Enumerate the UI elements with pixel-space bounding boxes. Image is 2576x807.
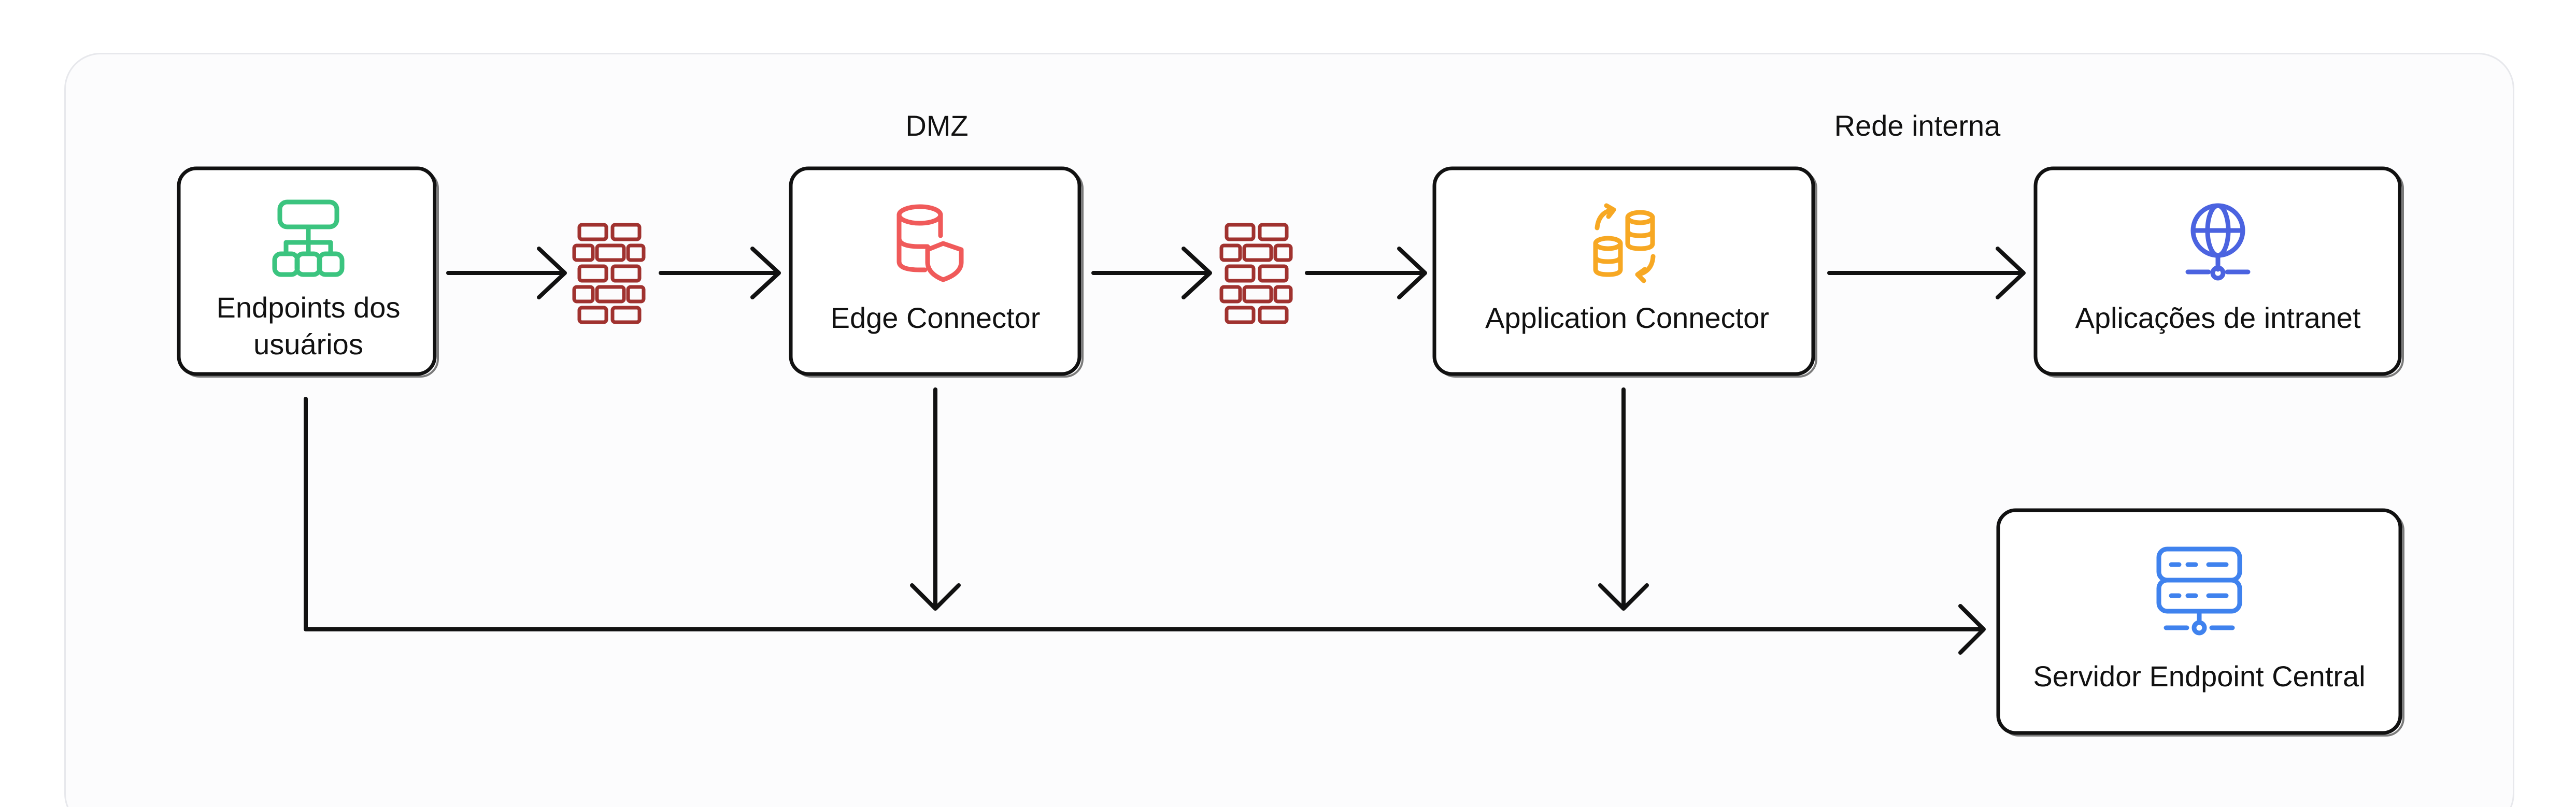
edge-endpoints-to-central-server — [304, 397, 1983, 631]
firewall-icon — [572, 223, 646, 324]
node-application-connector: Application Connector — [1432, 166, 1817, 378]
node-label-intranet-apps: Aplicações de intranet — [2075, 301, 2360, 334]
node-label-central-server: Servidor Endpoint Central — [2033, 660, 2365, 693]
arrowhead-firewall-1 — [537, 247, 567, 299]
arrowhead-central-server — [1958, 604, 1986, 655]
firewall-icon — [1219, 223, 1293, 324]
node-label-user-endpoints-line1: Endpoints dos — [217, 291, 401, 324]
firewall-2 — [1219, 223, 1293, 324]
database-shield-icon — [896, 204, 964, 282]
zone-label-dmz: DMZ — [905, 109, 968, 142]
server-icon — [2156, 546, 2242, 636]
arrowhead-application-connector — [1397, 247, 1427, 299]
arrowhead-intranet — [1996, 247, 2026, 299]
node-user-endpoints: Endpoints dos usuários — [177, 166, 439, 378]
arrowhead-firewall-2 — [1182, 247, 1212, 299]
network-hierarchy-icon — [272, 199, 345, 277]
node-label-application-connector: Application Connector — [1485, 301, 1769, 334]
arrowhead-edge-connector-down — [910, 583, 961, 611]
node-central-server: Servidor Endpoint Central — [1996, 508, 2404, 737]
arrowhead-application-connector-down — [1598, 583, 1649, 611]
node-label-edge-connector: Edge Connector — [831, 301, 1041, 334]
connections — [304, 247, 2026, 655]
zone-label-internal-network: Rede interna — [1834, 109, 2001, 142]
node-edge-connector: Edge Connector — [789, 166, 1084, 378]
globe-network-icon — [2185, 203, 2251, 281]
database-sync-icon — [1593, 203, 1656, 283]
node-label-user-endpoints-line2: usuários — [253, 328, 363, 361]
firewall-1 — [572, 223, 646, 324]
arrowhead-edge-connector — [750, 247, 781, 299]
node-intranet-apps: Aplicações de intranet — [2033, 166, 2404, 378]
